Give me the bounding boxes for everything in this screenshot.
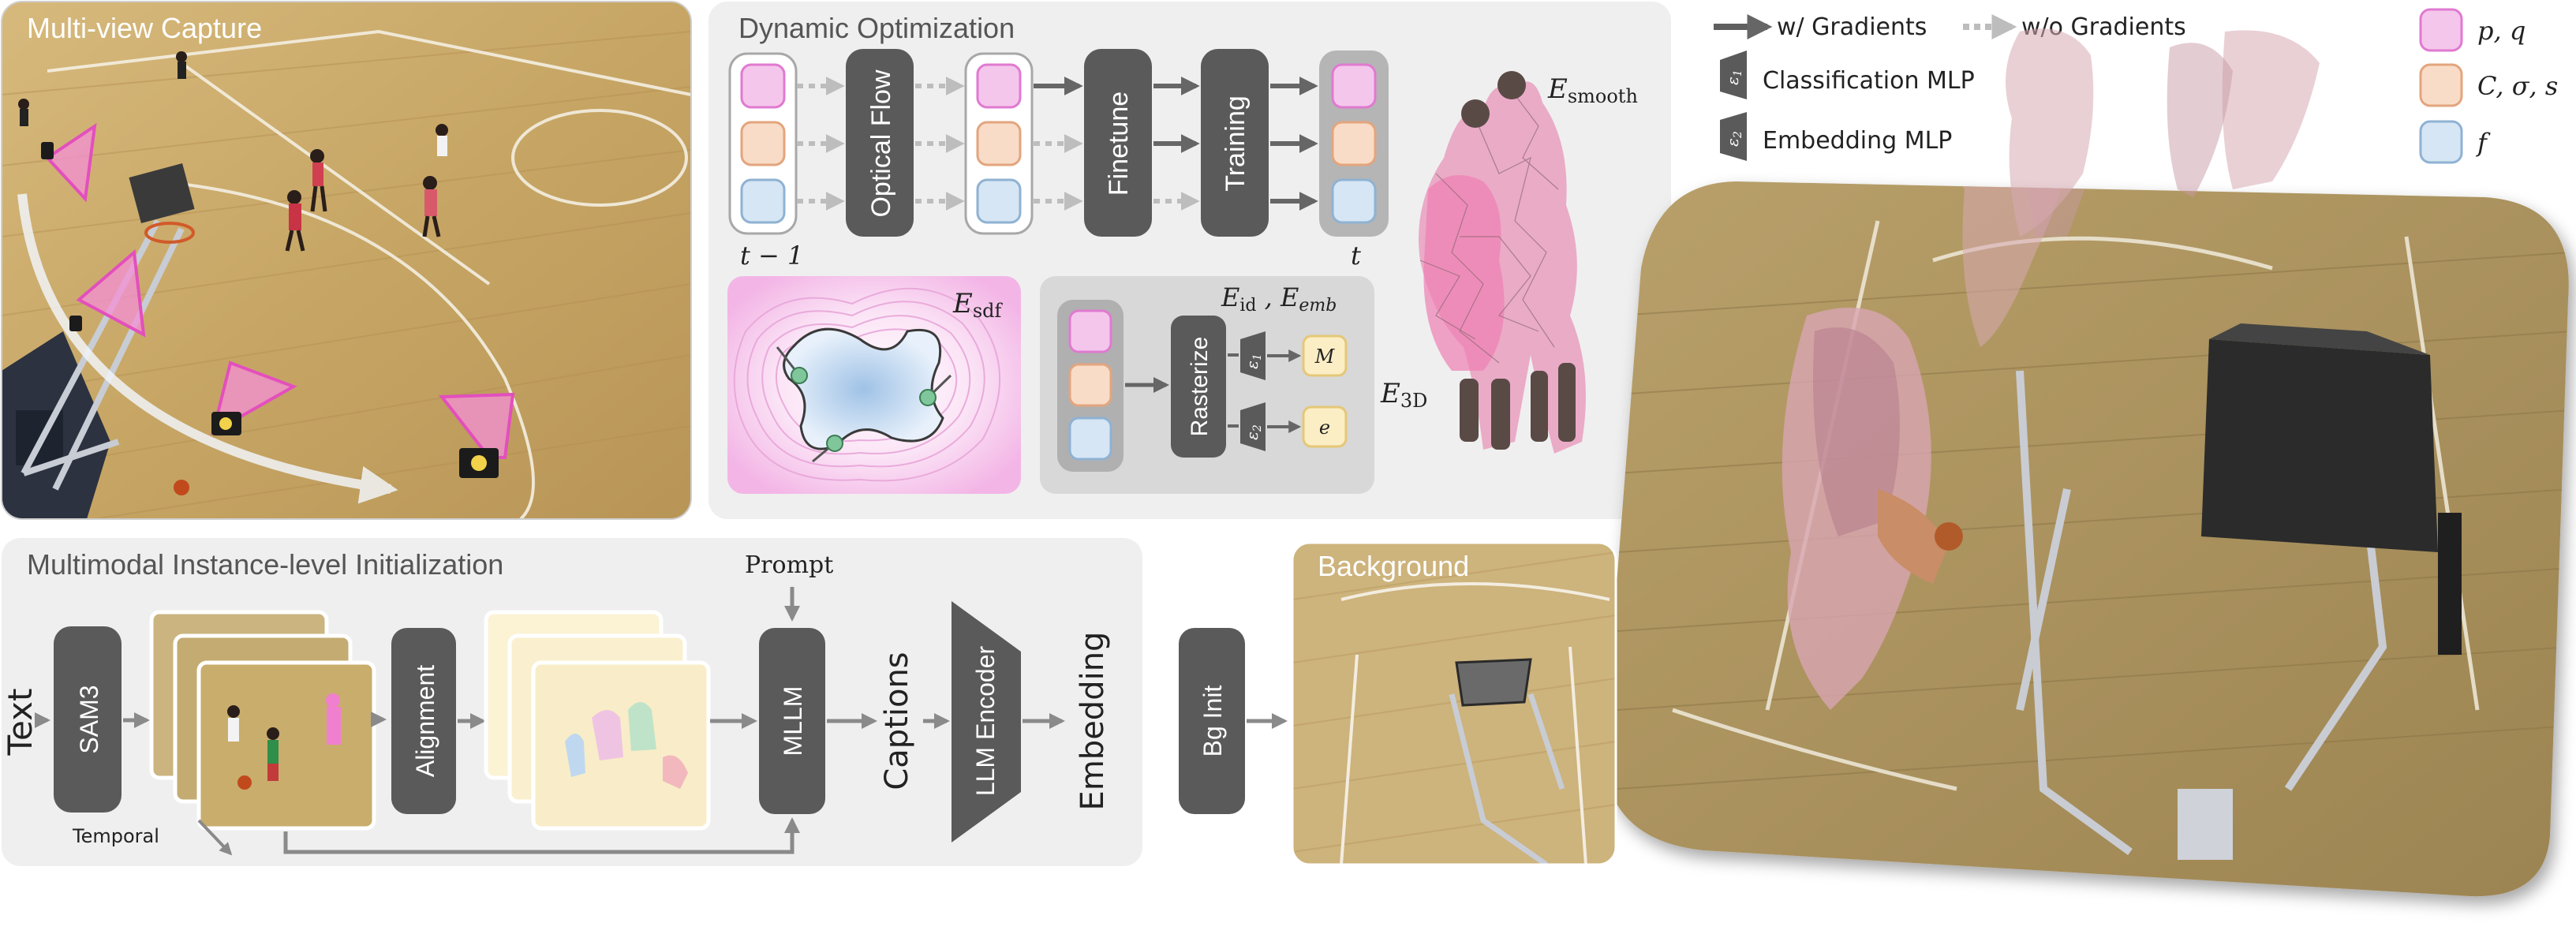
svg-text:Eid , Eemb: Eid , Eemb	[1221, 282, 1337, 316]
text-input-label: Text	[1, 689, 39, 757]
e-3d-sub: 3D	[1400, 390, 1428, 412]
attr-box-csigma	[740, 121, 786, 166]
llm-encoder-label: LLM Encoder	[971, 645, 1000, 796]
t-cur-label: t	[1351, 241, 1361, 271]
eps2-sub: 2	[1251, 424, 1264, 432]
embedding-mlp-icon	[1720, 112, 1747, 161]
eps1-sub: 1	[1251, 353, 1264, 361]
sam3-block	[54, 626, 122, 813]
rasterize-block	[1171, 316, 1226, 458]
camera-frustum	[76, 249, 146, 338]
mask-label: M	[1314, 346, 1336, 368]
camera-frustum	[439, 392, 515, 459]
rasterize-label: Rasterize	[1187, 337, 1213, 437]
legend-classification-mlp: Classification MLP	[1763, 67, 1975, 95]
prompt-label: Prompt	[745, 551, 833, 579]
classification-mlp-icon	[1720, 50, 1747, 99]
svg-text:ε1: ε1	[1243, 353, 1264, 369]
captions-label: Captions	[879, 652, 915, 790]
optical-flow-block	[846, 49, 914, 237]
e-emb-label: , E	[1265, 282, 1299, 312]
attr-box-pq	[1331, 63, 1377, 109]
sdf-panel: Esdf	[727, 276, 1021, 494]
attr-box-csigma	[1331, 121, 1377, 166]
legend-embedding-mlp: Embedding MLP	[1763, 127, 1952, 155]
mask-output-box	[1302, 334, 1348, 377]
temporal-label: Temporal	[72, 825, 159, 847]
camera-frustum	[44, 122, 97, 203]
legend-swatch-pq	[2419, 8, 2463, 52]
e-sdf-sub: sdf	[973, 300, 1004, 322]
legend-with-gradients: w/ Gradients	[1777, 13, 1927, 41]
dynamic-optimization-title: Dynamic Optimization	[738, 12, 1015, 44]
point-cloud-figures: Esmooth E3D	[1380, 71, 1638, 454]
attr-box-f	[1331, 178, 1377, 224]
legend-swatch-f	[2419, 120, 2463, 164]
eps1-symbol: ε	[1243, 361, 1262, 369]
multiview-panel	[2, 2, 691, 519]
embedding-mlp-shape	[1240, 402, 1266, 451]
segmented-frames-stack	[149, 610, 376, 856]
optical-flow-label: Optical Flow	[866, 69, 896, 217]
training-block	[1201, 49, 1269, 237]
init-title: Multimodal Instance-level Initialization	[27, 548, 503, 581]
embedding-output-box	[1302, 405, 1348, 448]
rasterize-panel: Rasterize ε1 ε2 M e Eid , Eemb	[1040, 276, 1374, 494]
e-emb-sub: emb	[1299, 296, 1337, 316]
legend-attr-f: f	[2476, 128, 2491, 158]
embedding-label: Embedding	[1075, 632, 1111, 811]
sam3-label: SAM3	[75, 685, 103, 753]
legend-swatch-csigma	[2419, 63, 2463, 107]
attr-box-f	[976, 178, 1022, 224]
emb-label: e	[1319, 417, 1330, 439]
e-3d-label: E	[1380, 378, 1400, 409]
e-sdf-label: E	[952, 288, 973, 319]
eps2-symbol: ε	[1243, 432, 1262, 440]
attr-box-pq	[740, 63, 786, 109]
background-title: Background	[1318, 550, 1469, 582]
svg-text:ε2: ε2	[1243, 424, 1264, 440]
aligned-mask-stack	[484, 610, 711, 831]
background-panel	[1292, 543, 1616, 865]
classification-mlp-shape	[1240, 331, 1266, 380]
attr-box-csigma	[976, 121, 1022, 166]
legend-attr-pq: p, q	[2477, 16, 2526, 46]
finetune-label: Finetune	[1104, 92, 1134, 196]
t-prev-label: t − 1	[740, 241, 803, 271]
e-id-label: E	[1221, 282, 1239, 312]
finetune-block	[1084, 49, 1152, 237]
svg-text:Esmooth: Esmooth	[1547, 73, 1638, 107]
mllm-block	[759, 628, 825, 814]
mllm-label: MLLM	[779, 686, 807, 757]
svg-text:E3D: E3D	[1380, 378, 1427, 412]
training-label: Training	[1221, 95, 1251, 192]
bg-init-label: Bg Init	[1198, 686, 1227, 757]
alignment-label: Alignment	[411, 665, 439, 777]
legend-attr-csigma: C, σ, s	[2477, 71, 2558, 101]
attr-box-pq	[976, 63, 1022, 109]
llm-encoder-block	[952, 601, 1021, 842]
svg-text:Esdf: Esdf	[952, 288, 1004, 322]
bg-init-block	[1179, 628, 1245, 814]
e-id-sub: id	[1239, 296, 1256, 316]
result-render	[1603, 28, 2569, 897]
alignment-block	[391, 628, 456, 814]
attr-box-f	[740, 178, 786, 224]
e-smooth-sub: smooth	[1568, 85, 1638, 107]
e-smooth-label: E	[1547, 73, 1568, 105]
multiview-title: Multi-view Capture	[27, 12, 262, 44]
legend: w/ Gradients w/o Gradients ε1 Classifica…	[1714, 8, 2558, 164]
